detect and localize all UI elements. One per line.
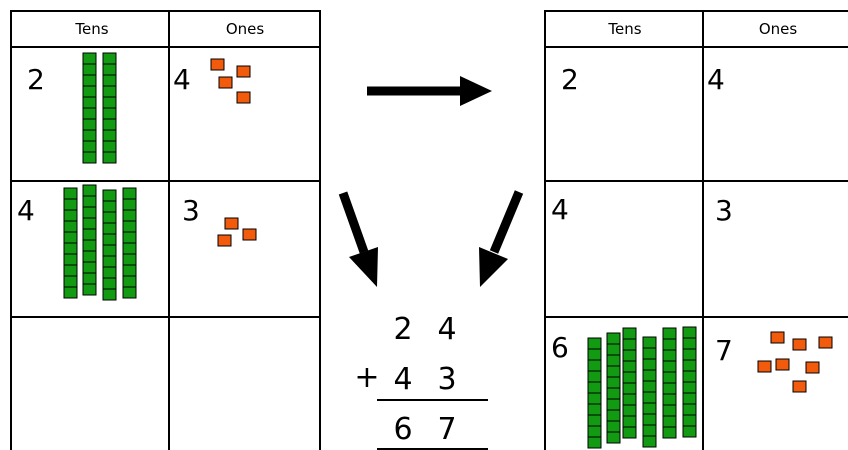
column-addition: 2 4 + 4 3 6 7: [354, 312, 488, 450]
ten-rod: [682, 326, 697, 438]
plus-sign: +: [354, 360, 379, 395]
right-row3-ten-rods: [587, 326, 697, 449]
right-chart-border: [544, 10, 848, 450]
unit-cube: [757, 360, 772, 373]
unit-cube: [805, 361, 820, 374]
arrow-down-right: [338, 191, 378, 287]
left-row1-ten-rods: [82, 52, 117, 164]
left-row1-unit-cubes: [210, 58, 251, 104]
unit-cube: [818, 336, 833, 349]
right-place-value-chart: Tens Ones 2 4 4 3 6 7: [544, 10, 848, 450]
unit-cube: [218, 76, 233, 89]
unit-cube: [210, 58, 225, 71]
ten-rod: [102, 52, 117, 164]
left-row2-ones-digit: 3: [182, 194, 200, 227]
ten-rod: [622, 327, 637, 439]
left-row2-ten-rods: [63, 184, 137, 301]
unit-cube: [236, 65, 251, 78]
unit-cube: [775, 358, 790, 371]
addend2-tens-digit: 4: [393, 362, 412, 397]
right-row3-ones-digit: 7: [715, 334, 733, 367]
ten-rod: [63, 187, 78, 299]
left-row2-unit-cubes: [217, 217, 257, 247]
ten-rod: [642, 336, 657, 448]
unit-cube: [236, 91, 251, 104]
ten-rod: [606, 332, 621, 444]
unit-cube: [242, 228, 257, 241]
arrow-down-left: [479, 190, 524, 287]
left-chart-border: [10, 10, 321, 450]
right-row2-ones-digit: 3: [715, 194, 733, 227]
left-row2-tens-digit: 4: [17, 194, 35, 227]
right-row3-tens-digit: 6: [551, 331, 569, 364]
unit-cube: [770, 331, 785, 344]
unit-cube: [792, 338, 807, 351]
ten-rod: [662, 327, 677, 439]
right-row3-unit-cubes: [757, 331, 833, 393]
unit-cube: [224, 217, 239, 230]
right-row2-tens-digit: 4: [551, 193, 569, 226]
ten-rod: [82, 52, 97, 164]
unit-cube: [217, 234, 232, 247]
left-place-value-chart: Tens Ones 2 4 4 3: [10, 10, 321, 450]
left-row1-ones-digit: 4: [173, 63, 191, 96]
left-row1-tens-digit: 2: [27, 63, 45, 96]
ten-rod: [122, 187, 137, 299]
left-ones-header: Ones: [226, 20, 265, 38]
ten-rod: [587, 337, 602, 449]
sum-ones-digit: 7: [437, 412, 456, 447]
ten-rod: [102, 189, 117, 301]
addend1-tens-digit: 2: [393, 312, 412, 347]
right-tens-header: Tens: [607, 20, 641, 38]
addend2-ones-digit: 3: [437, 362, 456, 397]
ten-rod: [82, 184, 97, 296]
arrow-right: [367, 76, 492, 106]
sum-tens-digit: 6: [393, 412, 412, 447]
right-row1-tens-digit: 2: [561, 63, 579, 96]
right-ones-header: Ones: [759, 20, 798, 38]
addend1-ones-digit: 4: [437, 312, 456, 347]
unit-cube: [792, 380, 807, 393]
right-row1-ones-digit: 4: [707, 63, 725, 96]
left-tens-header: Tens: [74, 20, 108, 38]
